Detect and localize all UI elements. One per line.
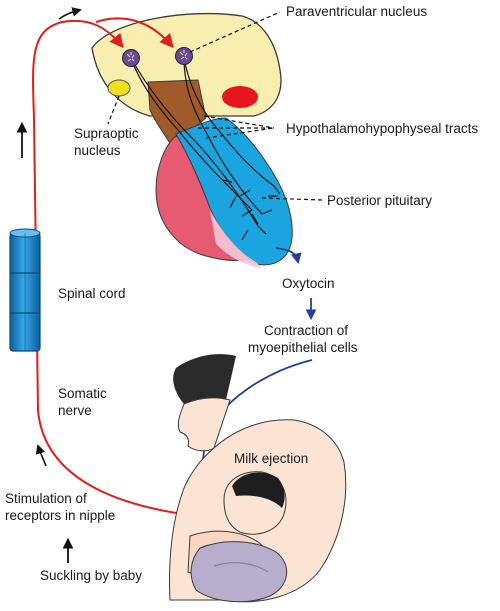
baby-hair [232, 472, 285, 508]
label-supraoptic-line1: Supraoptic [74, 126, 139, 141]
pars-intermedia [210, 210, 262, 268]
label-spinal-cord: Spinal cord [58, 286, 126, 301]
label-contraction-line1: Contraction of [264, 323, 348, 338]
baby-blanket [190, 541, 288, 603]
label-somatic-line1: Somatic [58, 386, 107, 401]
label-milk-ejection: Milk ejection [234, 451, 308, 466]
spinal-cord [9, 228, 41, 352]
label-suckling-by-baby: Suckling by baby [40, 568, 142, 583]
paraventricular-leader [189, 11, 281, 53]
label-stimulation-line2: receptors in nipple [5, 508, 115, 523]
tract-leader-3 [205, 127, 275, 139]
supraoptic-nucleus-marker [107, 79, 131, 97]
baby-blanket-fold [213, 562, 269, 573]
supraoptic-neuron [122, 49, 140, 67]
label-supraoptic-line2: nucleus [74, 143, 121, 158]
mother-and-baby-illustration [169, 354, 347, 603]
red-body [222, 86, 258, 108]
label-paraventricular-nucleus: Paraventricular nucleus [286, 4, 427, 19]
hypothalamus-pituitary [91, 12, 293, 268]
label-hypothalamohypophyseal-tracts: Hypothalamohypophyseal tracts [286, 121, 478, 136]
leader-lines [107, 11, 323, 201]
neuronal-axons [130, 57, 281, 241]
oxytocin-release-arrow [275, 247, 302, 265]
afferent-nerve-pathway [32, 17, 219, 519]
afferent-nerve-line [32, 19, 219, 519]
mother-hair [173, 354, 236, 404]
label-posterior-pituitary: Posterior pituitary [327, 193, 432, 208]
mother-face [177, 397, 231, 452]
label-stimulation-line1: Stimulation of [5, 491, 87, 506]
tract-leader-1 [203, 115, 275, 129]
label-oxytocin: Oxytocin [282, 276, 335, 291]
label-somatic-line2: nerve [58, 403, 92, 418]
up-arrow-top [58, 7, 82, 20]
label-contraction-line2: myoepithelial cells [248, 340, 358, 355]
up-arrow-lower [35, 444, 47, 467]
posterior-pituitary-leader [261, 197, 323, 201]
nerve-branch-paraventricular [95, 17, 174, 49]
paraventricular-neuron [175, 47, 193, 65]
supraoptic-leader [107, 95, 120, 125]
